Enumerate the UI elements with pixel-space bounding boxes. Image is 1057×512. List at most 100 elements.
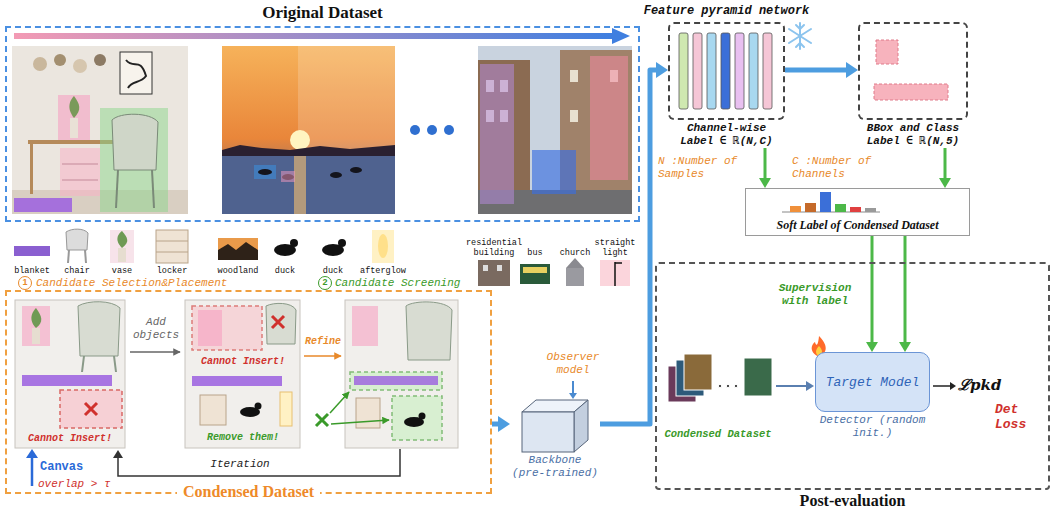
dataset-panel: Original Dataset [5,26,640,222]
backbone-cube [522,381,588,452]
process-arrows [26,352,400,486]
arrowhead [498,416,510,432]
connector-line [764,148,767,178]
outline [5,26,640,222]
snowflake-icon [789,29,811,43]
room-photo [60,148,100,196]
canvas-panel [406,302,452,360]
symbol-note: N :Number of Samples [658,155,748,181]
room-photo [69,96,79,118]
box-label: Soft Label of Condensed Dataset [777,218,939,232]
soft-label-bars [835,204,846,212]
model-note: Observer model [540,351,606,377]
canvas-panel [354,376,438,385]
object-thumbnails [117,231,127,248]
soft-label-bars [782,192,880,212]
room-photo [100,108,168,212]
canvas-panel [266,303,296,344]
room-photo [54,54,66,66]
canvas-panel [60,390,122,428]
object-name: vase [97,266,147,276]
caption: BBox and Class Label ∈ ℝ(N,5) [858,122,968,148]
process-arrows [31,457,34,486]
connector [492,416,510,432]
room-photo [126,60,146,88]
sunset-photo [330,172,342,178]
channel-bars [749,33,758,109]
snowflake-icon [796,25,804,47]
condensed-images [718,384,721,387]
callout-number: 2 [318,276,332,290]
warning-note: Cannot Insert! [20,433,120,445]
canvas-panel [272,316,284,328]
heading: Original Dataset [262,3,382,23]
condensed-images [684,354,712,390]
canvas-panel [31,308,41,328]
connector [759,148,771,188]
flow-arrows [806,381,814,391]
room-photo [62,180,98,181]
sunset-photo [222,156,395,214]
sunset-photo [254,165,276,179]
sunset-photo [281,171,295,182]
channel-bars [707,33,716,109]
sunset-photo [350,167,362,173]
process-arrows [331,420,389,424]
outline: Soft Label of Condensed Dataset [745,188,970,236]
object-thumbnails [85,250,86,263]
room-photo [73,59,87,73]
progress-arrow [612,28,630,44]
object-thumbnails [566,268,584,286]
data-label: Condensed Dataset [662,428,774,441]
object-thumbnails [483,265,488,271]
sunset-photo [222,46,395,214]
canvas-panel [15,300,125,448]
canvas-panel [356,398,380,428]
object-name: blanket [7,266,57,276]
object-thumbnails [14,246,50,256]
canvas-panel [15,300,125,448]
room-photo [94,54,106,66]
object-name: straight light [591,238,639,258]
caption: Detector (random init.) [815,414,930,440]
backbone-box: Backbone (pre-trained) [510,396,600,480]
canvas-panel [192,376,282,386]
object-thumbnails [614,262,616,286]
condensed-images [734,384,737,387]
flow-arrows [950,382,956,390]
outline [858,22,968,120]
bbox-marks [876,40,898,64]
canvas-panel [255,403,262,410]
room-photo [152,170,154,208]
connector-line [871,236,874,342]
canvas-panel [192,306,262,350]
canvas-panel [392,396,442,440]
snowflake-icon [789,23,811,49]
soft-label-bars [805,203,816,212]
room-photo [12,46,188,214]
object-thumbnails [478,260,510,286]
object-thumbnails [615,262,622,264]
callout-number: 1 [18,276,32,290]
sunset-photo [290,130,310,150]
object-name: duck [260,266,310,276]
process-arrows [304,355,341,357]
channel-bars [735,33,744,109]
canvas-panel [32,328,40,344]
canvas-panel [185,300,300,448]
channel-bars [693,33,702,109]
canvas-panel [350,372,442,390]
box-label: Target Model [826,375,920,390]
arrowhead [899,342,911,352]
room-photo [30,144,33,194]
canvas-label: Canvas [40,460,100,474]
connector [785,62,858,78]
object-name: chair [52,266,102,276]
street-photo [590,56,628,180]
ellipsis-dots [410,125,454,135]
object-thumbnails [110,230,134,263]
bbox-box: BBox and Class Label ∈ ℝ(N,5) [858,22,968,148]
loss-label: Det Loss [995,402,1041,432]
